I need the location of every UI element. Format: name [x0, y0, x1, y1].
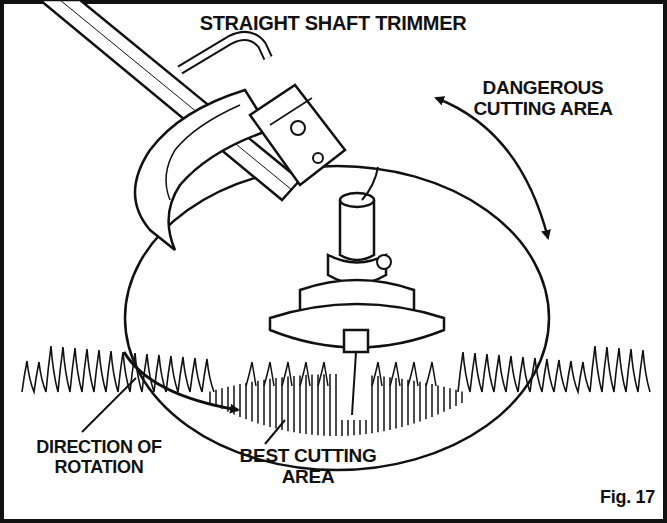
figure-title: STRAIGHT SHAFT TRIMMER: [133, 12, 533, 34]
figure-caption: Fig. 17: [570, 488, 655, 508]
rotation-label: DIRECTION OF ROTATION: [14, 438, 184, 478]
dangerous-area-label: DANGEROUS CUTTING AREA: [468, 78, 618, 120]
best-area-label: BEST CUTTING AREA: [228, 446, 388, 488]
